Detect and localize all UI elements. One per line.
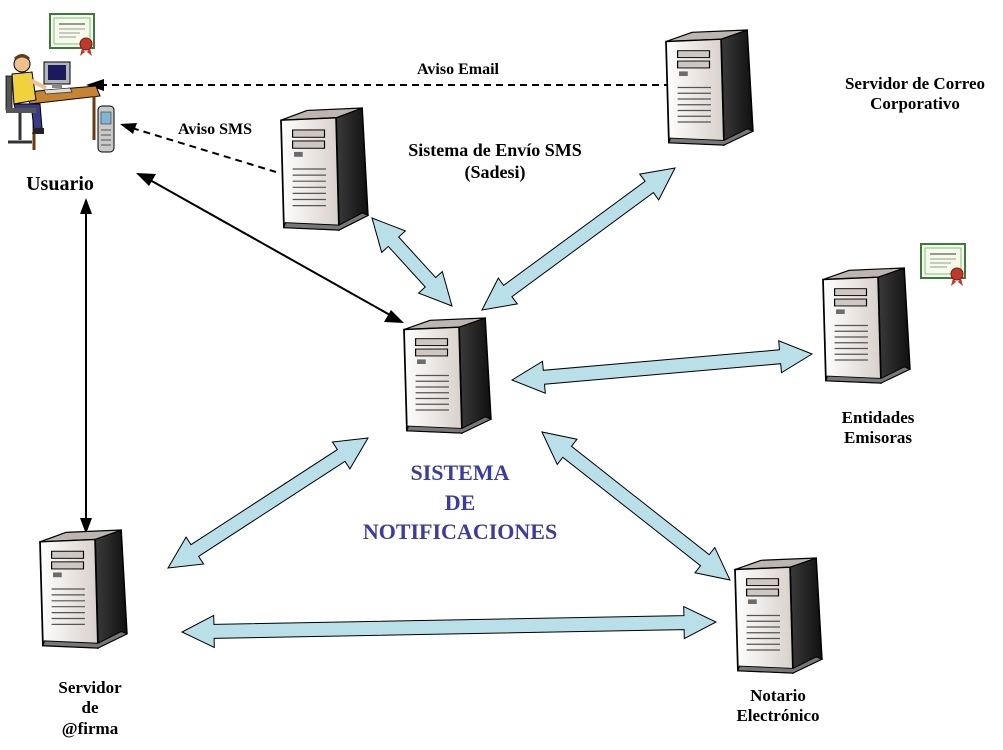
sms-server-icon: [280, 107, 369, 231]
core-line3: NOTIFICACIONES: [362, 519, 558, 545]
notification-system-label: SISTEMA DE NOTIFICACIONES: [335, 458, 585, 547]
entities-label: Entidades Emisoras: [818, 408, 938, 449]
firma-line3: @firma: [61, 718, 119, 738]
user-label-text: Usuario: [26, 173, 94, 195]
user-at-computer-icon: [5, 54, 115, 153]
notary-line2: Electrónico: [736, 706, 820, 726]
core-line2: DE: [444, 489, 476, 515]
core-line1: SISTEMA: [410, 460, 510, 485]
notary-server-icon: [734, 557, 823, 674]
sms-notice-label: Aviso SMS: [160, 120, 270, 139]
entities-core-arrow: [510, 340, 814, 394]
email-notice-line: [86, 79, 668, 91]
email-notice-label: Aviso Email: [398, 60, 518, 79]
user-certificate-icon: [49, 13, 95, 57]
entities-certificate-icon: [920, 243, 966, 287]
user-firma-connector: [80, 198, 92, 534]
user-core-connector: [136, 173, 404, 323]
entities-line1: Entidades: [841, 408, 915, 427]
firma-line2: de: [81, 698, 99, 718]
sms-core-arrow: [371, 217, 453, 307]
firma-core-arrow: [167, 437, 369, 569]
sms-system-label: Sistema de Envío SMS (Sadesi): [360, 140, 630, 183]
mail-core-arrow: [481, 167, 676, 311]
mail-server-icon: [665, 29, 754, 146]
notary-line1: Notario: [750, 686, 806, 705]
email-notice-text: Aviso Email: [417, 61, 499, 78]
sms-notice-text: Aviso SMS: [178, 121, 252, 138]
notary-core-arrow: [541, 431, 731, 581]
entities-server-icon: [822, 267, 911, 384]
entities-line2: Emisoras: [844, 428, 912, 448]
mail-server-line1: Servidor de Correo: [844, 74, 986, 93]
sms-notice-line: [120, 123, 277, 173]
mobile-phone-icon: [97, 105, 115, 153]
notary-label: Notario Electrónico: [718, 686, 838, 727]
user-label: Usuario: [10, 172, 110, 196]
notification-server-icon: [403, 317, 492, 434]
mail-server-label: Servidor de Correo Corporativo: [785, 74, 1003, 115]
sms-system-line1: Sistema de Envío SMS: [408, 140, 582, 160]
firma-server-label: Servidor de @firma: [40, 678, 140, 739]
firma-notary-arrow: [180, 605, 718, 649]
mail-server-line2: Corporativo: [870, 94, 960, 114]
firma-server-icon: [39, 529, 128, 649]
sms-system-line2: (Sadesi): [464, 161, 526, 182]
firma-line1: Servidor: [58, 678, 122, 697]
